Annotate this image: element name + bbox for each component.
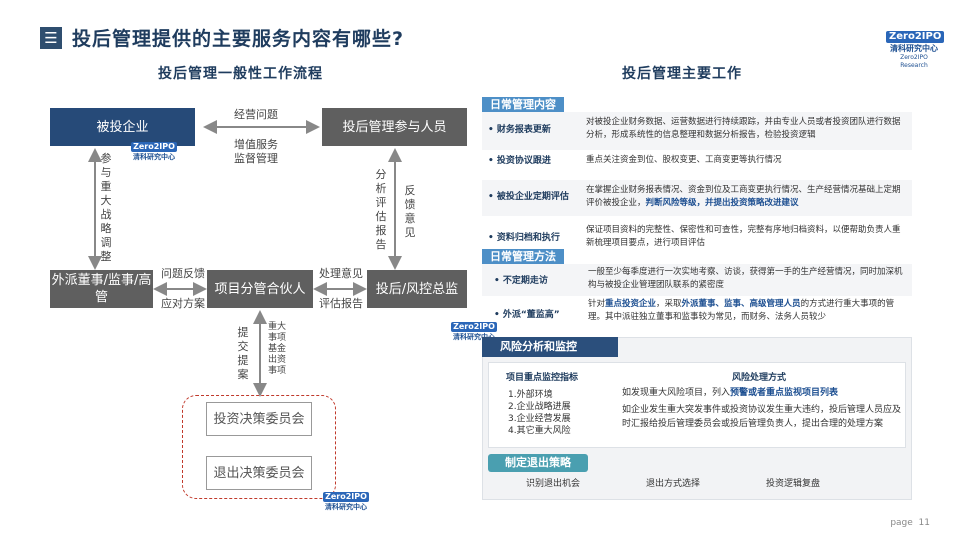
daily-row-desc: 在掌握企业财务报表情况、资金到位及工商变更执行情况、生产经营情况基础上定期评价被… — [586, 185, 901, 208]
daily-row — [482, 112, 912, 150]
label-submit-proposal: 提交提案 — [237, 326, 249, 381]
risk-table — [488, 362, 906, 448]
label-analyze-report: 分析评估报告 — [375, 168, 387, 251]
indicator-item: 2.企业战略进展 — [508, 402, 571, 412]
daily-row — [482, 180, 912, 216]
method-row — [482, 264, 912, 296]
daily-row-desc: 保证项目资料的完整性、保密性和可查性，完整有序地归档资料，以便帮助负责人重新梳理… — [586, 225, 901, 248]
page-title: 投后管理提供的主要服务内容有哪些? — [72, 28, 405, 50]
indicator-title: 项目重点监控指标 — [506, 373, 579, 383]
logo-cn: 清科研究中心 — [890, 44, 938, 53]
label-feedback: 反馈意见 — [404, 184, 416, 239]
daily-row-name: • 投资协议跟进 — [488, 156, 551, 166]
label-value-add: 增值服务 — [234, 138, 278, 151]
watermark-cn: 清科研究中心 — [325, 503, 367, 511]
box-risk-director[interactable]: 投后/风控总监 — [367, 270, 467, 308]
watermark-badge: Zero2IPO — [323, 492, 369, 502]
daily-method-tag: 日常管理方法 — [482, 249, 564, 265]
box-dispatched-directors[interactable]: 外派董事/监事/高管 — [50, 270, 153, 308]
indicator-item: 3.企业经营发展 — [508, 414, 571, 424]
method-row-desc: 针对重点投资企业，采取外派董事、监事、高级管理人员的方式进行重大事项的管理。其中… — [588, 299, 895, 322]
label-issue-feedback: 问题反馈 — [161, 267, 205, 280]
committee-group — [182, 395, 336, 499]
menu-icon: ☰ — [40, 27, 62, 49]
daily-row-desc: 对被投企业财务数据、运营数据进行持续跟踪，并由专业人员或者投资团队进行数据分析，… — [586, 117, 901, 140]
indicator-item: 4.其它重大风险 — [508, 426, 571, 436]
logo-en: Zero2IPO Research — [900, 54, 928, 69]
method-row-name: • 外派“董监高” — [494, 310, 560, 320]
daily-row-name: • 被投企业定期评估 — [488, 192, 569, 202]
risk-method-2: 如企业发生重大突发事件或投资协议发生重大违约，投后管理人员应及时汇报给投后管理委… — [622, 405, 902, 429]
daily-row-name: • 资料归档和执行 — [488, 233, 560, 243]
box-investment-committee[interactable]: 投资决策委员会 — [206, 402, 312, 436]
method-title: 风险处理方式 — [732, 373, 787, 383]
method-row-desc: 一般至少每季度进行一次实地考察、访谈，获得第一手的生产经营情况，同时加深机构与被… — [588, 267, 903, 290]
watermark-badge: Zero2IPO — [451, 322, 497, 332]
watermark-logo: Zero2IPO 清科研究中心 — [450, 314, 498, 341]
page-number: page 11 — [890, 518, 930, 528]
daily-content-tag: 日常管理内容 — [482, 97, 564, 113]
box-invested-company[interactable]: 被投企业 — [50, 108, 195, 146]
label-eval-report: 评估报告 — [319, 297, 363, 310]
box-exit-committee[interactable]: 退出决策委员会 — [206, 456, 312, 490]
exit-step: 投资逻辑复盘 — [766, 479, 821, 489]
watermark-logo: Zero2IPO 清科研究中心 — [322, 484, 370, 511]
indicator-item: 1.外部环境 — [508, 390, 553, 400]
label-participate: 参与重大战略调整 — [100, 152, 112, 263]
exit-step: 退出方式选择 — [646, 479, 701, 489]
box-project-partner[interactable]: 项目分管合伙人 — [207, 270, 313, 308]
watermark-cn: 清科研究中心 — [133, 153, 175, 161]
label-major-items: 重大事项基金出资事项 — [268, 322, 287, 376]
exit-step: 识别退出机会 — [526, 479, 581, 489]
label-response-plan: 应对方案 — [161, 297, 205, 310]
label-supervise: 监督管理 — [234, 152, 278, 165]
risk-head: 风险分析和监控 — [482, 337, 618, 357]
exit-strategy-head: 制定退出策略 — [488, 454, 588, 472]
daily-row-desc: 重点关注资金到位、股权变更、工商变更等执行情况 — [586, 155, 782, 165]
label-ops-issue: 经营问题 — [234, 108, 278, 121]
right-section-title: 投后管理主要工作 — [622, 66, 742, 82]
watermark-badge: Zero2IPO — [131, 142, 177, 152]
label-handle-opinion: 处理意见 — [319, 267, 363, 280]
daily-row-name: • 财务报表更新 — [488, 125, 551, 135]
box-post-investment-staff[interactable]: 投后管理参与人员 — [322, 108, 467, 146]
watermark-logo: Zero2IPO 清科研究中心 — [130, 134, 178, 161]
logo-badge: Zero2IPO — [886, 31, 945, 43]
method-row-name: • 不定期走访 — [494, 276, 548, 286]
zero2ipo-logo: Zero2IPO 清科研究中心 Zero2IPO Research — [886, 24, 945, 69]
watermark-cn: 清科研究中心 — [453, 333, 495, 341]
risk-method-1: 如发现重大风险项目，列入预警或者重点监视项目列表 — [622, 388, 839, 398]
left-section-title: 投后管理一般性工作流程 — [158, 66, 323, 82]
